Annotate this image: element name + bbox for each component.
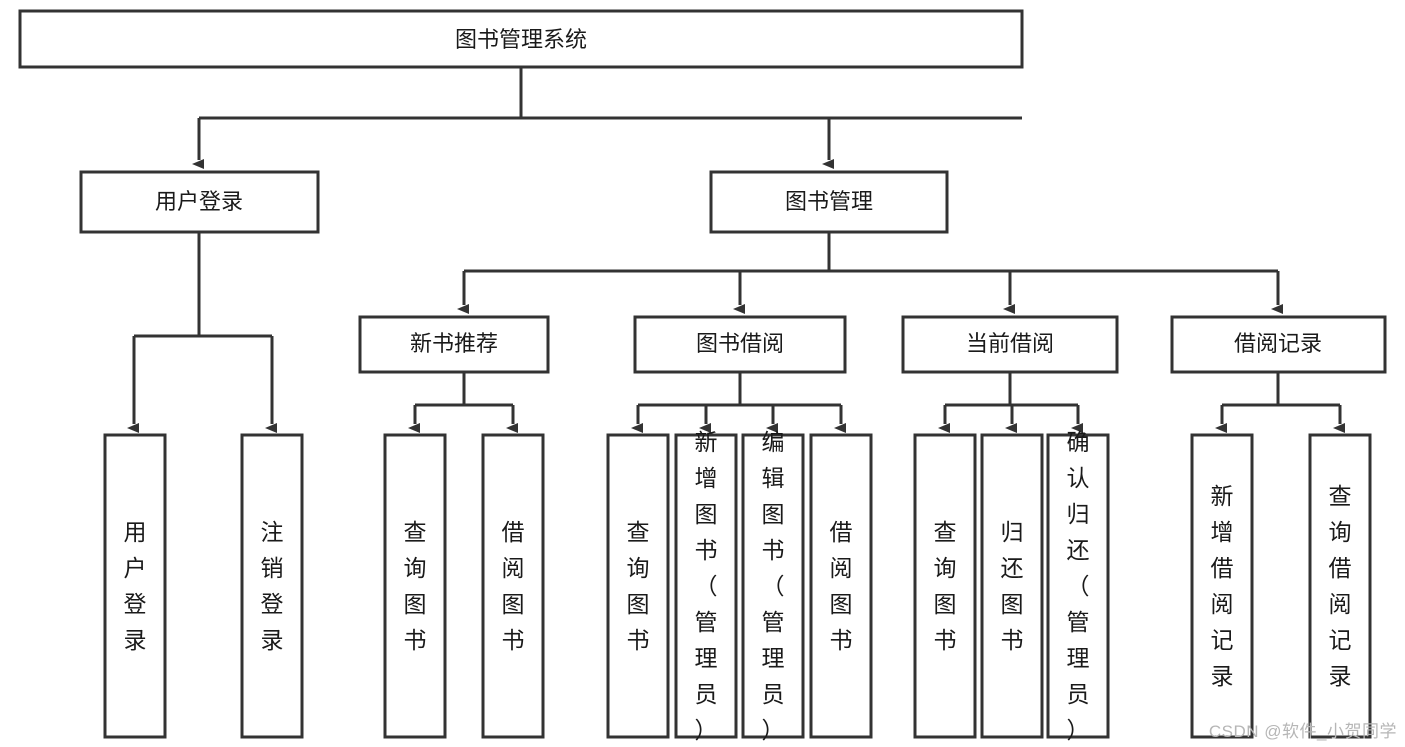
leaf-box-borrow-book-2[interactable]: [809, 433, 873, 739]
leaf-group-current-borrow: 查询图书 归还图书 确认归还（管理员）: [913, 429, 1110, 743]
node-current-borrow-label: 当前借阅: [966, 331, 1054, 356]
node-book-management-label: 图书管理: [785, 189, 873, 214]
leaf-label-query-book-1: 查询图书: [404, 519, 427, 653]
leaf-label-add-record: 新增借阅记录: [1211, 483, 1234, 689]
node-root[interactable]: 图书管理系统: [18, 9, 1024, 69]
leaf-box-edit-book[interactable]: [741, 433, 805, 739]
leaf-label-query-book-3: 查询图书: [934, 519, 957, 653]
leaf-label-return-book: 归还图书: [1001, 519, 1024, 653]
leaf-group-book-borrow: 查询图书 新增图书（管理员） 编辑图书（管理员） 借阅图书: [606, 429, 873, 743]
leaf-box-query-book-3[interactable]: [913, 433, 977, 739]
node-borrow-record-box[interactable]: [1170, 315, 1387, 374]
leaf-box-query-record[interactable]: [1308, 433, 1372, 739]
leaf-box-query-book-2[interactable]: [606, 433, 670, 739]
leaf-group-new-book-recommend: 查询图书 借阅图书: [383, 433, 545, 739]
leaf-label-borrow-book-1: 借阅图书: [502, 519, 525, 653]
leaf-box-query-book-1[interactable]: [383, 433, 447, 739]
watermark-text: CSDN @软件_小贺同学: [1208, 722, 1397, 741]
node-book-management[interactable]: 图书管理: [709, 170, 949, 234]
leaf-label-confirm-return: 确认归还（管理员）: [1067, 429, 1090, 743]
leaf-label-logout: 注销登录: [261, 519, 284, 653]
node-new-book-recommend[interactable]: 新书推荐: [358, 315, 550, 374]
connector-root-to-level2: [192, 67, 1022, 169]
leaf-box-logout[interactable]: [240, 433, 304, 739]
node-user-login-label: 用户登录: [155, 189, 243, 214]
connector-bookmgmt-to-level3: [457, 232, 1283, 314]
leaf-box-user-login[interactable]: [103, 433, 167, 739]
node-book-borrow-box[interactable]: [633, 315, 847, 374]
leaf-label-add-book: 新增图书（管理员）: [695, 429, 718, 743]
connector-borrow-to-leaves: [631, 372, 846, 433]
leaf-box-return-book[interactable]: [980, 433, 1044, 739]
node-book-borrow[interactable]: 图书借阅: [633, 315, 847, 374]
leaf-label-query-book-2: 查询图书: [627, 519, 650, 653]
node-book-management-box[interactable]: [709, 170, 949, 234]
leaf-label-user-login: 用户登录: [124, 519, 147, 653]
leaf-group-user-login: 用户登录 注销登录: [103, 433, 304, 739]
node-book-borrow-label: 图书借阅: [696, 331, 784, 356]
node-new-book-recommend-box[interactable]: [358, 315, 550, 374]
node-user-login-box[interactable]: [79, 170, 320, 234]
leaf-label-query-record: 查询借阅记录: [1329, 483, 1352, 689]
leaf-box-add-record[interactable]: [1190, 433, 1254, 739]
leaf-box-add-book[interactable]: [674, 433, 738, 739]
node-user-login[interactable]: 用户登录: [79, 170, 320, 234]
leaf-label-borrow-book-2: 借阅图书: [830, 519, 853, 653]
node-root-label: 图书管理系统: [455, 27, 587, 52]
leaf-label-edit-book: 编辑图书（管理员）: [762, 429, 785, 743]
node-new-book-recommend-label: 新书推荐: [410, 331, 498, 356]
node-current-borrow[interactable]: 当前借阅: [901, 315, 1119, 374]
connector-userlogin-to-leaves: [127, 232, 277, 433]
node-borrow-record[interactable]: 借阅记录: [1170, 315, 1387, 374]
node-root-box[interactable]: [18, 9, 1024, 69]
leaf-box-confirm-return[interactable]: [1046, 433, 1110, 739]
node-borrow-record-label: 借阅记录: [1234, 331, 1322, 356]
connector-current-to-leaves: [938, 372, 1083, 433]
connector-newbook-to-leaves: [408, 372, 518, 433]
leaf-box-borrow-book-1[interactable]: [481, 433, 545, 739]
leaf-group-borrow-record: 新增借阅记录 查询借阅记录: [1190, 433, 1372, 739]
node-current-borrow-box[interactable]: [901, 315, 1119, 374]
connector-record-to-leaves: [1215, 372, 1345, 433]
